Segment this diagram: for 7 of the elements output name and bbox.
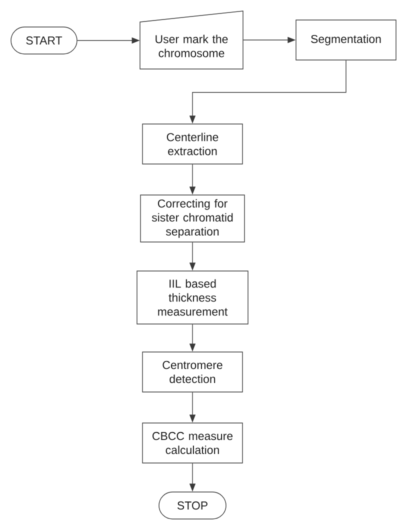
process-box: IIL based thickness measurement — [136, 270, 248, 324]
process-box: Segmentation — [296, 20, 396, 60]
process-box: Correcting for sister chromatid separation — [140, 194, 245, 242]
manual-input-box: User mark the chromosome — [140, 10, 244, 70]
process-box: CBCC measure calculation — [142, 422, 243, 464]
process-box: Centromere detection — [142, 352, 243, 392]
process-box: Centerline extraction — [142, 124, 243, 164]
